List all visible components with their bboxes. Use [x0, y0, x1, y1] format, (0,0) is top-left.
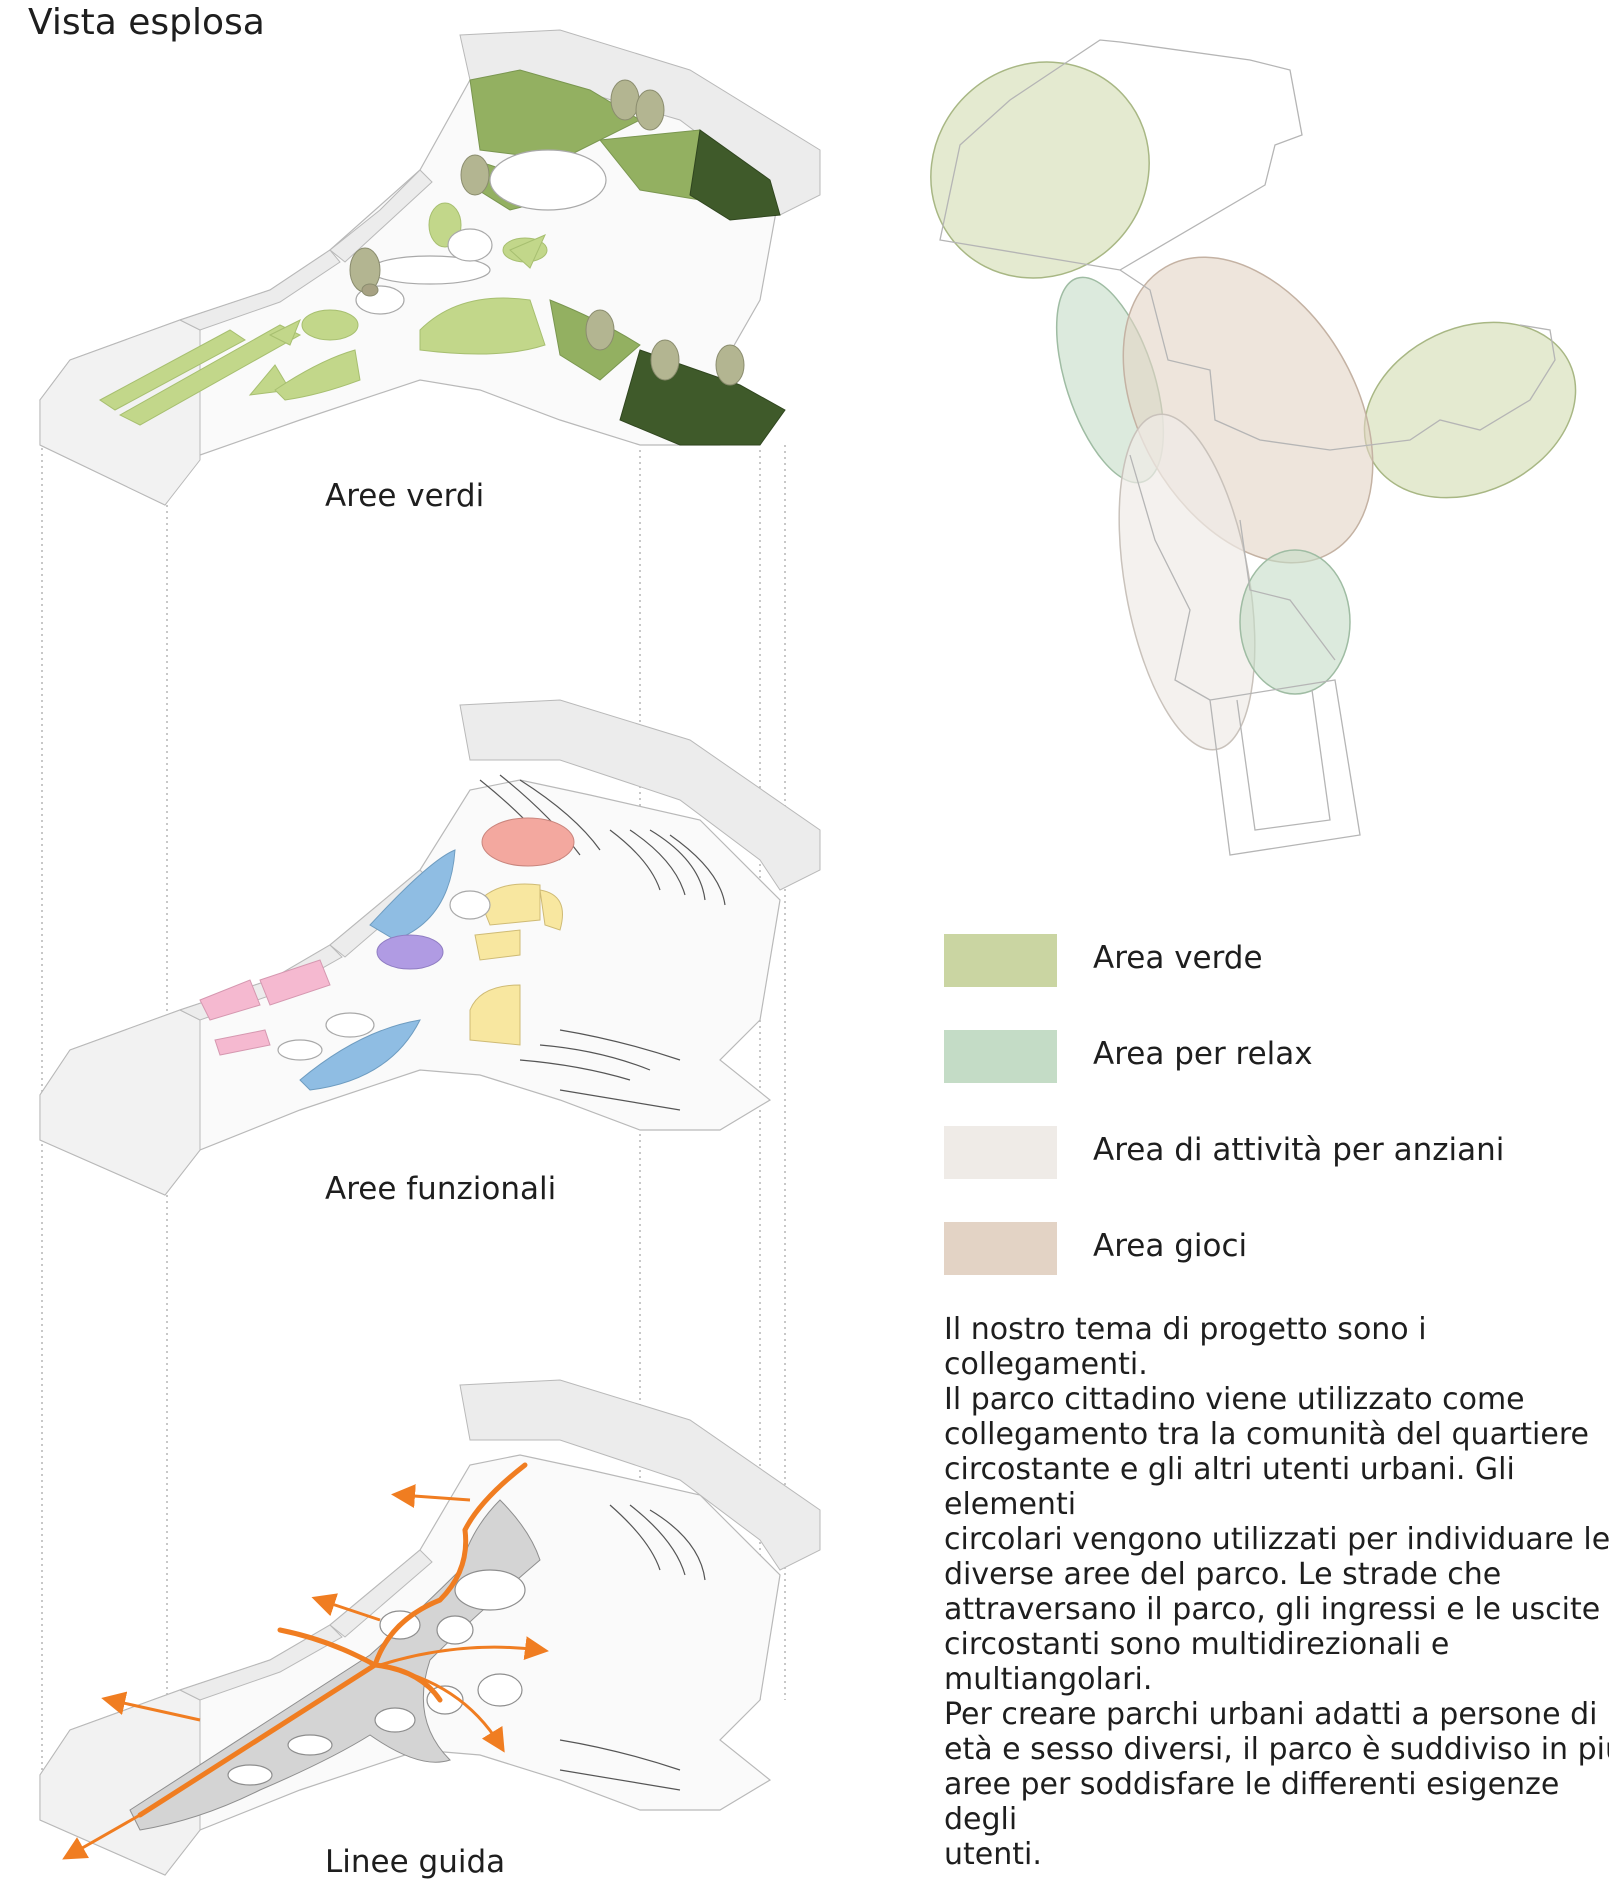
legend-label: Area di attività per anziani: [1093, 1132, 1504, 1168]
layer-caption-aree-funzionali: Aree funzionali: [325, 1171, 556, 1207]
legend-swatch: [944, 1222, 1057, 1275]
layer-caption-aree-verdi: Aree verdi: [325, 478, 484, 514]
legend-label: Area verde: [1093, 940, 1263, 976]
legend-swatch: [944, 1126, 1057, 1179]
legend-label: Area per relax: [1093, 1036, 1313, 1072]
area-ellipse-verde-top: [887, 18, 1194, 323]
area-ellipse-verde-right: [1336, 289, 1605, 531]
legend-label: Area gioci: [1093, 1228, 1247, 1264]
legend-swatch: [944, 1030, 1057, 1083]
project-description: Il nostro tema di progetto sono i colleg…: [944, 1312, 1609, 1872]
layer-caption-linee-guida: Linee guida: [325, 1844, 505, 1880]
legend-swatch: [944, 934, 1057, 987]
area-ellipse-relax-lower: [1240, 550, 1350, 694]
